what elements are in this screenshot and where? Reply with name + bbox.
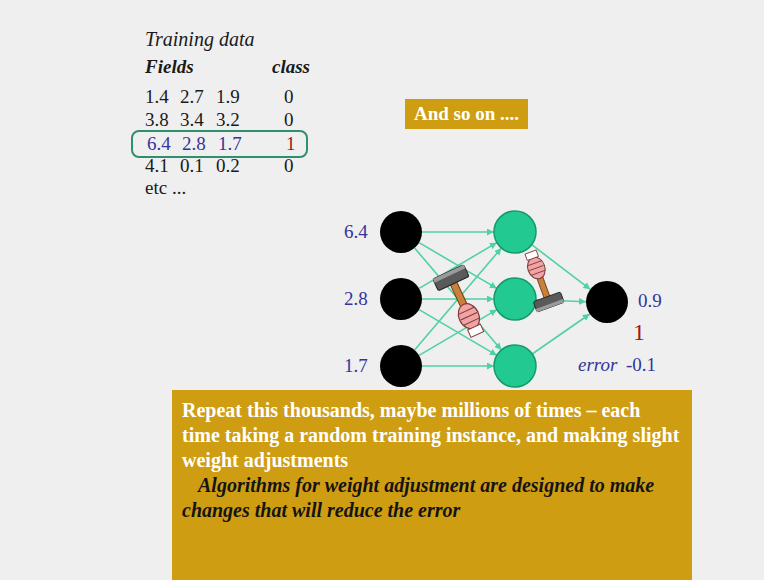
input-neuron bbox=[380, 211, 422, 253]
highlighted-row: 6.4 2.8 1.7 1 bbox=[131, 130, 308, 158]
note-text: Repeat this thousands, maybe millions of… bbox=[182, 398, 682, 473]
table-cell: 0 bbox=[284, 86, 294, 108]
hammer-icon bbox=[517, 247, 564, 312]
weight-arrow bbox=[532, 314, 590, 354]
output-neuron bbox=[586, 281, 628, 323]
field-cell: 6.4 bbox=[147, 133, 171, 155]
table-cell: 4.1 bbox=[145, 155, 169, 177]
input-neuron bbox=[380, 345, 422, 387]
table-cell: 3.4 bbox=[180, 109, 204, 131]
note-box: And so on .... bbox=[405, 99, 528, 129]
hidden-neuron bbox=[494, 211, 536, 253]
weight-arrow bbox=[415, 248, 502, 350]
weight-arrow bbox=[422, 365, 494, 367]
target-class: 1 bbox=[633, 318, 645, 346]
class-cell: 1 bbox=[286, 133, 296, 155]
field-cell: 2.8 bbox=[182, 133, 206, 155]
table-cell: 0 bbox=[284, 109, 294, 131]
weight-arrow bbox=[415, 248, 502, 350]
field-cell: 1.7 bbox=[218, 133, 242, 155]
input-value: 1.7 bbox=[344, 355, 368, 377]
note-emphasis: Algorithms for weight adjustment are des… bbox=[182, 473, 682, 523]
error-label: error bbox=[578, 354, 617, 376]
input-neurons bbox=[380, 211, 422, 387]
column-header: Fields bbox=[145, 56, 194, 78]
table-cell: 1.9 bbox=[216, 86, 240, 108]
table-cell: 3.2 bbox=[216, 109, 240, 131]
weight-arrows bbox=[415, 232, 591, 366]
output-value: 0.9 bbox=[638, 290, 662, 312]
column-header: class bbox=[272, 56, 310, 78]
hammer-icon bbox=[433, 265, 493, 342]
hidden-neuron bbox=[494, 278, 536, 320]
note-text: And so on .... bbox=[414, 102, 519, 126]
table-cell: 1.4 bbox=[145, 86, 169, 108]
table-caption: Training data bbox=[145, 28, 254, 50]
error-value: -0.1 bbox=[626, 354, 656, 376]
table-cell: 0.1 bbox=[180, 155, 204, 177]
table-cell: 2.7 bbox=[180, 86, 204, 108]
table-note: etc ... bbox=[145, 177, 186, 199]
input-value: 2.8 bbox=[344, 288, 368, 310]
explanation-box: Repeat this thousands, maybe millions of… bbox=[172, 390, 692, 580]
table-cell: 3.8 bbox=[145, 109, 169, 131]
weight-arrow bbox=[422, 231, 494, 233]
table-cell: 0.2 bbox=[216, 155, 240, 177]
hidden-neuron bbox=[494, 345, 536, 387]
input-neuron bbox=[380, 278, 422, 320]
table-cell: 0 bbox=[284, 155, 294, 177]
input-value: 6.4 bbox=[344, 221, 368, 243]
hidden-neurons bbox=[494, 211, 536, 387]
